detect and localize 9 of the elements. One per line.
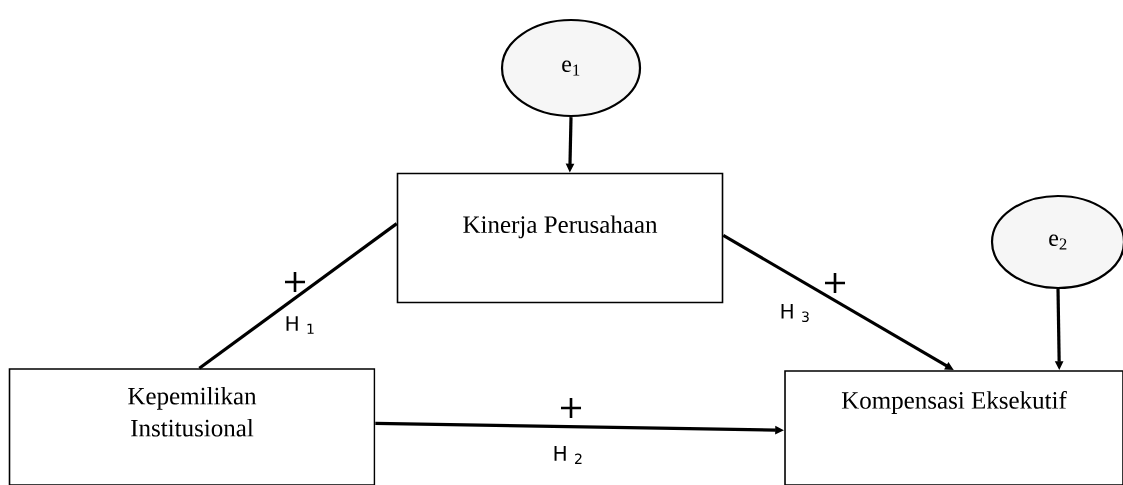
plus-sign: +: [285, 271, 305, 293]
variable-box: Kinerja Perusahaan: [396, 172, 724, 304]
hypothesis-label: H $_{1}$: [286, 316, 314, 334]
variable-box: Kepemilikan Institusional: [8, 368, 376, 485]
hypothesis-label: H $_{2}$: [554, 446, 582, 464]
variable-box: Kompensasi Eksekutif: [784, 370, 1123, 485]
plus-sign: +: [561, 397, 581, 419]
hypothesis-label: H $_{3}$: [781, 304, 809, 322]
plus-sign: +: [825, 272, 845, 294]
